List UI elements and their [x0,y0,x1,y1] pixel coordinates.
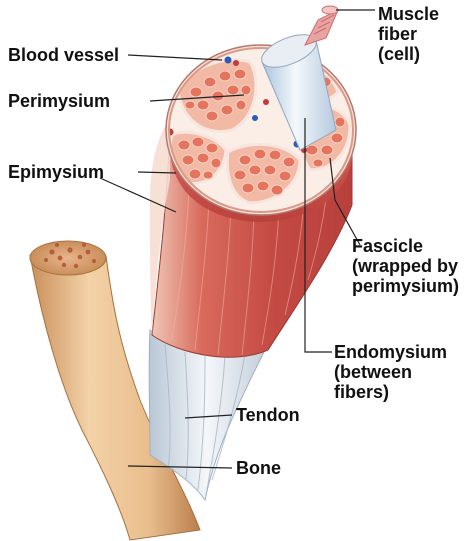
label-muscle-fiber: Muscle fiber (cell) [378,4,439,64]
leader-tendon [184,414,233,419]
label-fascicle-line1: Fascicle [352,236,424,256]
label-endomysium-line2: (between [334,362,413,382]
label-endomysium-line3: fibers) [334,382,390,402]
leader-fascicle [329,157,361,246]
muscle-fiber-tube [261,5,339,151]
label-muscle-fiber-line2: fiber [378,24,418,44]
leader-endomysium [304,118,332,353]
label-muscle-fiber-line3: (cell) [378,44,421,64]
leader-perimysium [149,94,245,102]
leader-epimysium-a [137,171,177,174]
bone-shape [29,240,201,541]
label-blood-vessel: Blood vessel [8,45,120,65]
leader-epimysium-b [99,177,177,213]
leader-lines [99,9,375,469]
label-tendon: Tendon [236,405,300,425]
label-fascicle-line2: (wrapped by [352,256,459,276]
label-perimysium: Perimysium [8,91,111,111]
label-muscle-fiber-line1: Muscle [378,4,440,24]
fiber-cells [177,60,346,196]
leader-bone [127,465,233,469]
leader-blood-vessel [127,54,223,61]
label-epimysium: Epimysium [8,162,105,182]
label-bone: Bone [236,458,281,478]
label-endomysium-line1: Endomysium [334,342,448,362]
label-fascicle: Fascicle (wrapped by perimysium) [352,236,459,296]
label-endomysium: Endomysium (between fibers) [334,342,447,402]
label-fascicle-line3: perimysium) [352,276,460,296]
